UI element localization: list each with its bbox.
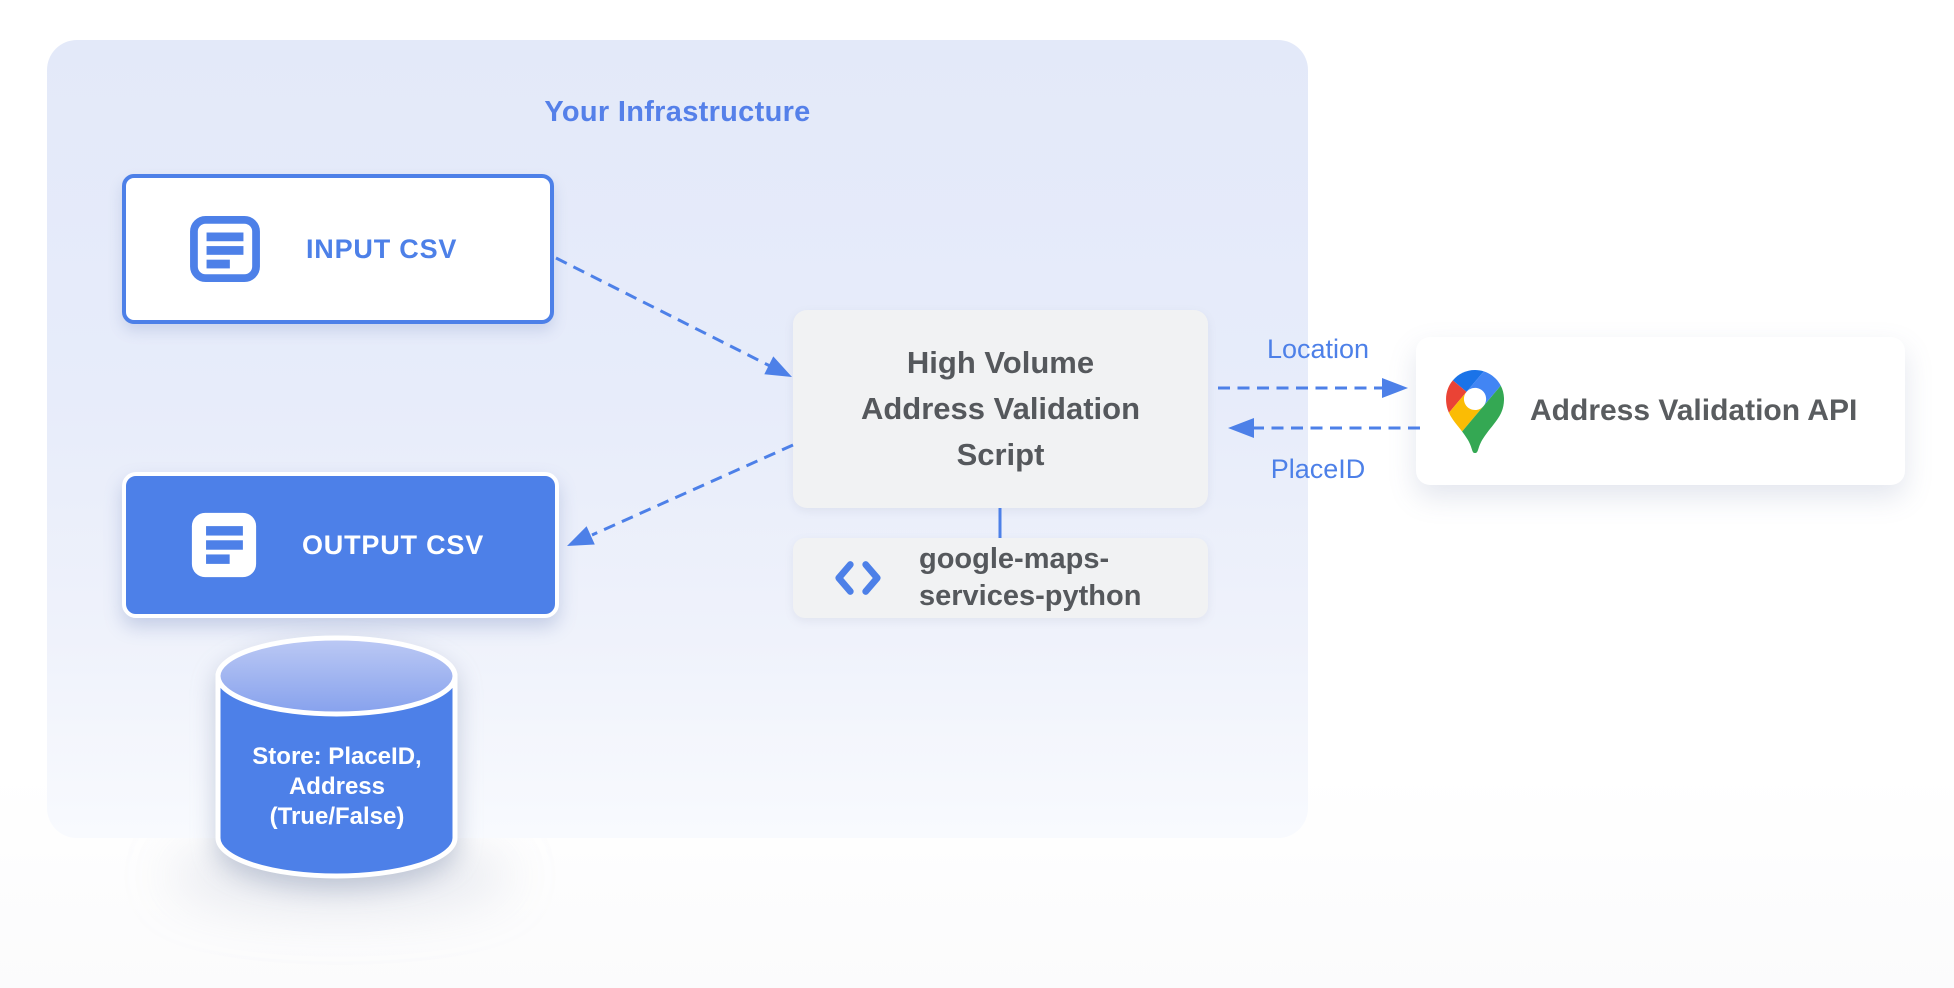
datastore-cylinder [200,620,480,900]
container-title: Your Infrastructure [544,96,811,128]
output-csv-node: OUTPUT CSV [122,472,559,618]
document-icon [190,216,260,282]
input-csv-label: INPUT CSV [306,233,458,264]
library-label: google-maps- services-python [919,543,1142,612]
api-node: Address Validation API [1416,337,1905,485]
script-label: High Volume Address Validation Script [860,345,1141,472]
input-csv-node: INPUT CSV [122,174,554,324]
document-icon [190,511,258,579]
code-icon [833,558,883,598]
placeid-edge-label: PlaceID [1270,454,1366,484]
google-maps-pin-icon [1446,369,1504,453]
arrowhead [1382,378,1408,398]
api-label: Address Validation API [1530,394,1858,427]
output-csv-label: OUTPUT CSV [302,529,485,560]
location-edge-label: Location [1266,334,1370,364]
script-node: High Volume Address Validation Script [793,310,1208,508]
datastore-label: Store: PlaceID, Address (True/False) [252,743,422,830]
library-node: google-maps- services-python [793,538,1208,618]
